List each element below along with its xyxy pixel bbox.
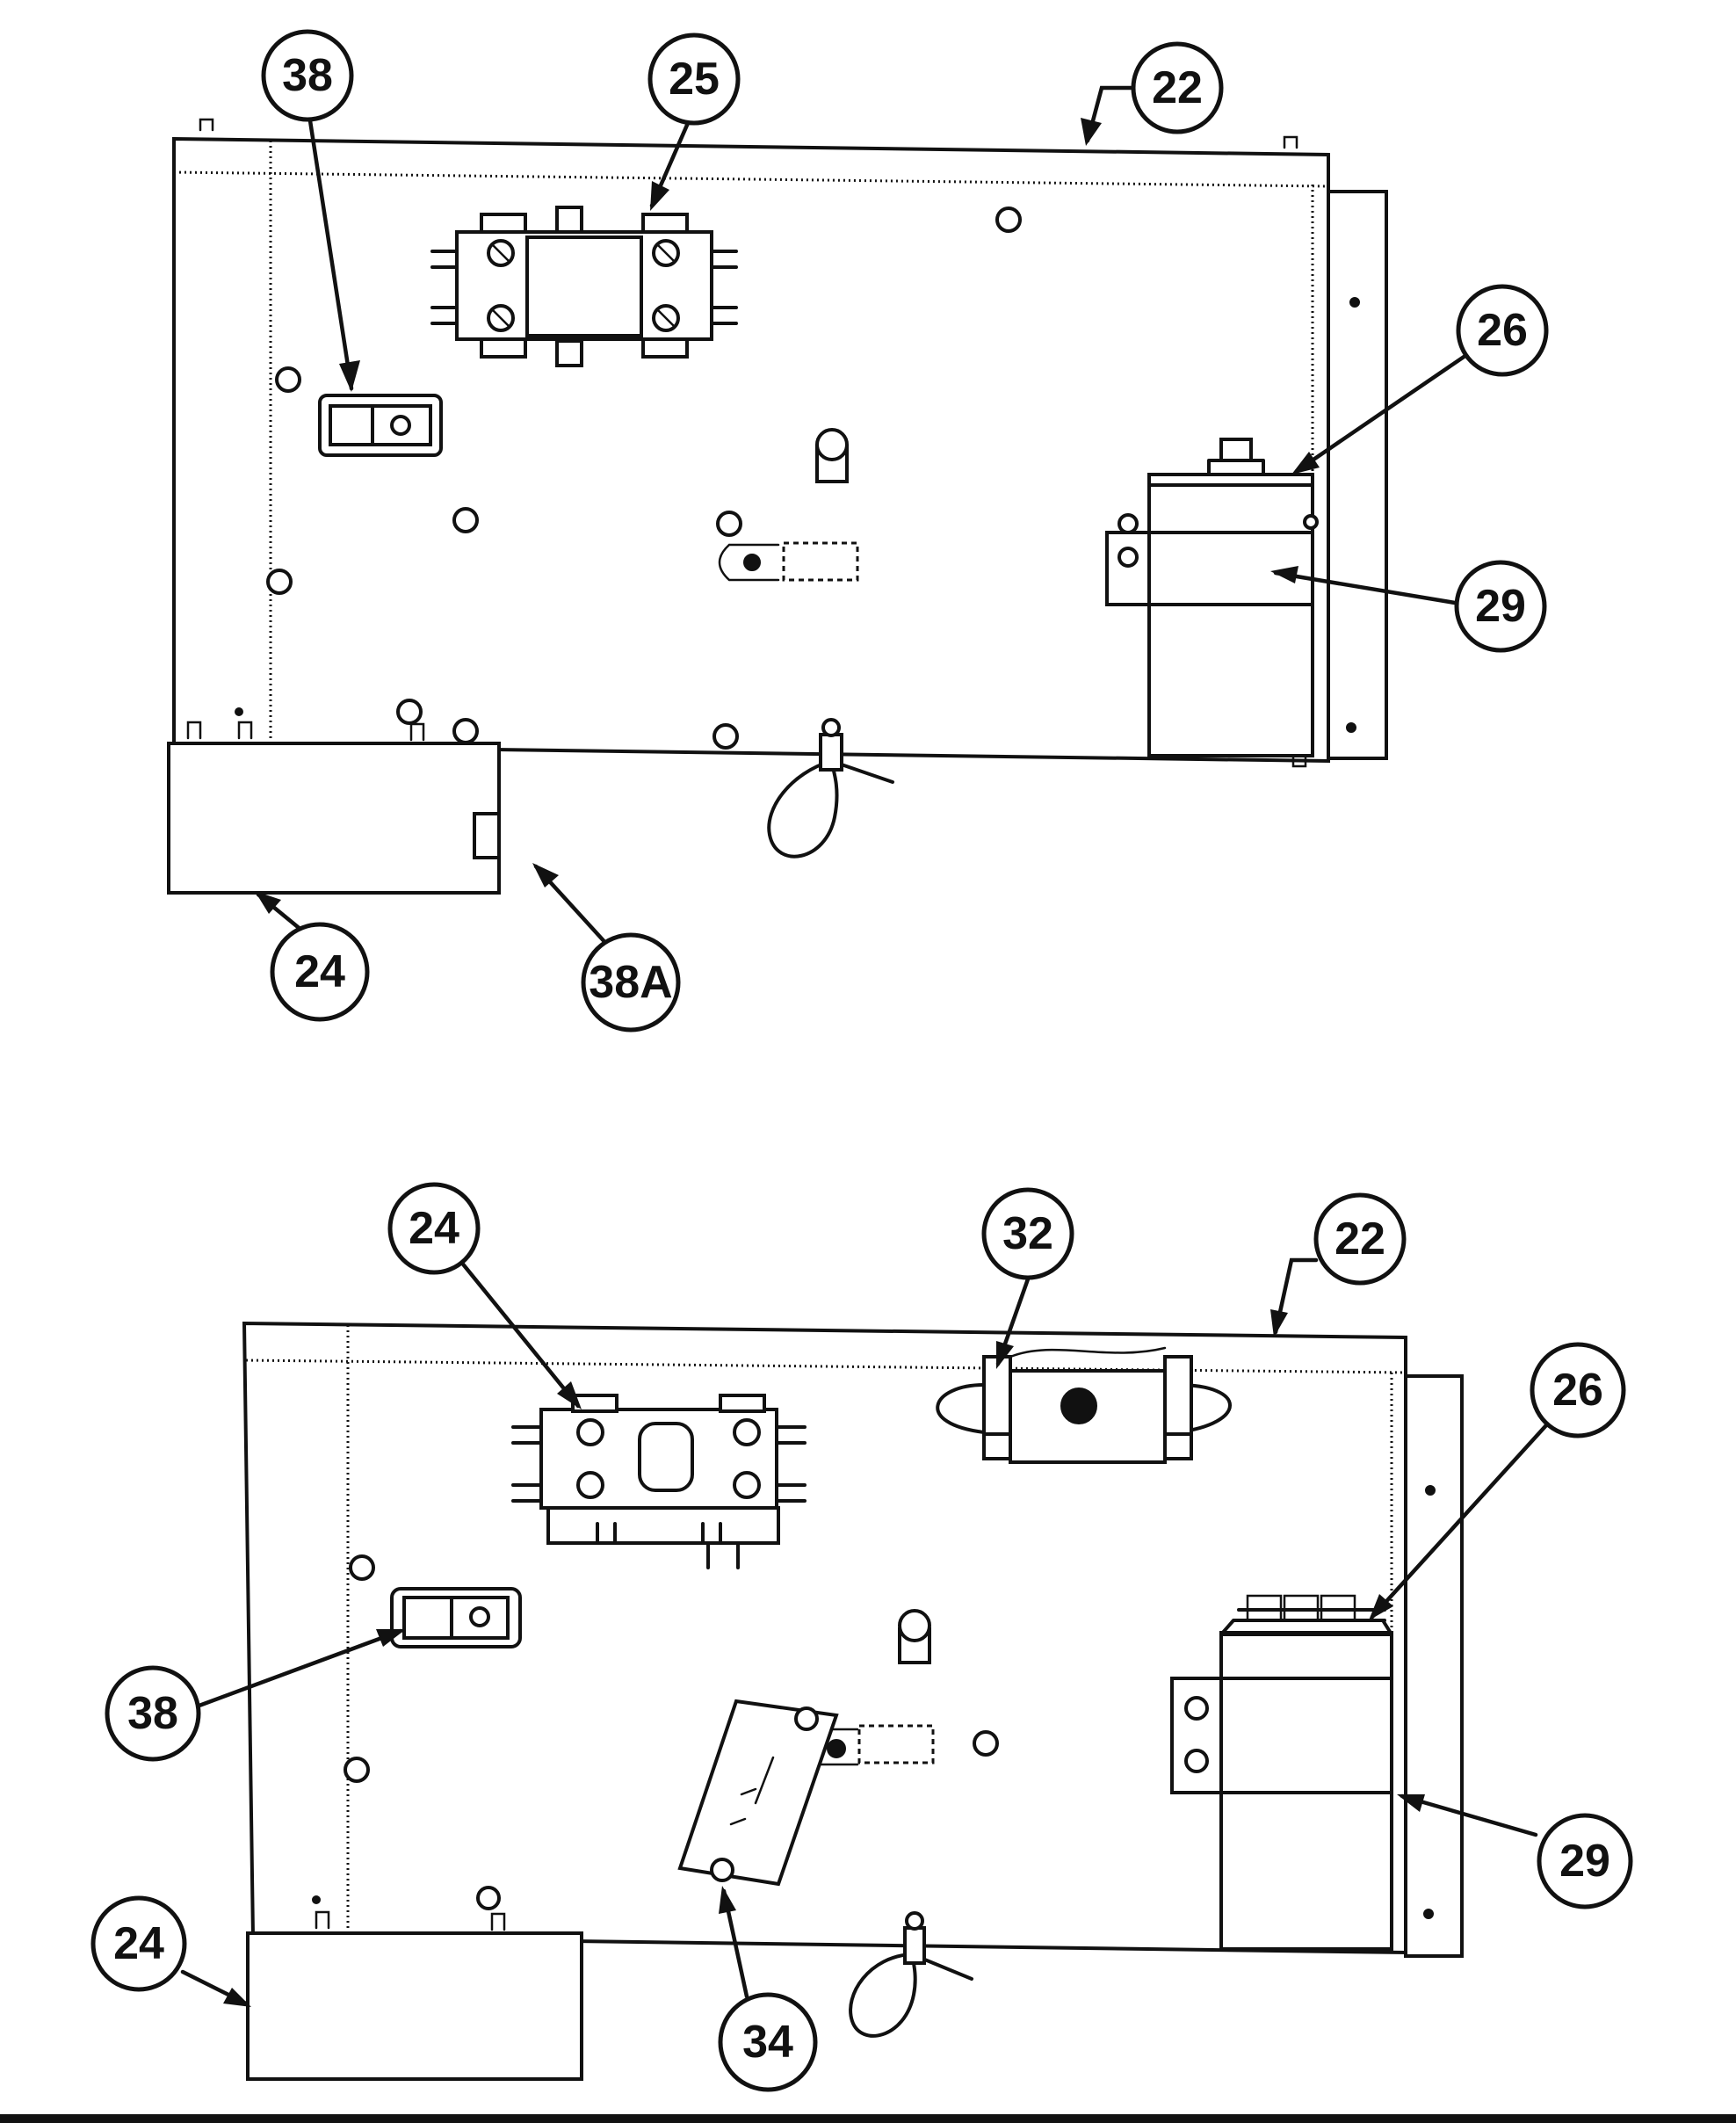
svg-text:24: 24 bbox=[113, 1918, 164, 1969]
bottom-terminal-box bbox=[246, 1910, 583, 2081]
svg-text:29: 29 bbox=[1475, 581, 1526, 632]
bottom-assembly bbox=[242, 1321, 1464, 2081]
bottom-wire-loop bbox=[849, 1911, 973, 2038]
callout-34-bottom: 34 bbox=[718, 1992, 818, 2092]
top-standoff bbox=[815, 428, 849, 483]
callout-25-top: 25 bbox=[647, 33, 741, 126]
bottom-panel-lip bbox=[245, 1359, 1407, 1374]
bottom-rear-flange bbox=[1404, 1374, 1464, 1958]
top-mounting-holes bbox=[235, 207, 1360, 750]
svg-text:26: 26 bbox=[1552, 1365, 1603, 1416]
top-capacitor bbox=[1105, 438, 1319, 757]
callout-26-bottom: 26 bbox=[1530, 1342, 1626, 1438]
callout-bubbles: 38 25 22 26 29 24 38A 24 bbox=[90, 29, 1633, 2092]
callout-38-top: 38 bbox=[261, 29, 354, 122]
page-bottom-border bbox=[0, 2114, 1736, 2123]
top-rocker-switch bbox=[318, 394, 443, 457]
svg-text:29: 29 bbox=[1559, 1836, 1610, 1887]
svg-text:22: 22 bbox=[1335, 1214, 1385, 1264]
bottom-standoff bbox=[898, 1609, 931, 1664]
top-ground-lug bbox=[718, 541, 859, 582]
bottom-relay bbox=[936, 1346, 1232, 1464]
top-corner-studs bbox=[199, 118, 1307, 768]
svg-text:38: 38 bbox=[127, 1688, 178, 1739]
svg-text:24: 24 bbox=[409, 1203, 459, 1254]
bottom-contactor bbox=[511, 1394, 807, 1569]
callout-32-bottom: 32 bbox=[981, 1187, 1074, 1280]
svg-text:34: 34 bbox=[742, 2017, 793, 2068]
svg-text:32: 32 bbox=[1002, 1208, 1053, 1259]
callout-24-bottom-contactor: 24 bbox=[387, 1182, 481, 1275]
callout-38a-top: 38A bbox=[581, 932, 681, 1033]
callout-38-bottom: 38 bbox=[105, 1665, 201, 1762]
svg-text:25: 25 bbox=[669, 54, 720, 105]
svg-text:38: 38 bbox=[282, 50, 333, 101]
callout-29-top: 29 bbox=[1454, 560, 1547, 653]
svg-text:22: 22 bbox=[1152, 62, 1203, 113]
top-contactor bbox=[430, 206, 738, 367]
bottom-rocker-switch bbox=[390, 1587, 522, 1648]
callout-24-bottom-terminal: 24 bbox=[90, 1895, 187, 1992]
callout-24-top: 24 bbox=[270, 922, 370, 1022]
bottom-ground-lug bbox=[815, 1724, 935, 1766]
top-rear-flange bbox=[1325, 190, 1388, 760]
svg-text:38A: 38A bbox=[589, 957, 672, 1008]
bottom-terminal-strip bbox=[677, 1699, 839, 1887]
top-wire-loop bbox=[767, 718, 894, 859]
bottom-mounting-holes bbox=[312, 1485, 1436, 1919]
top-terminal-box bbox=[167, 721, 501, 895]
bottom-capacitor bbox=[1170, 1594, 1393, 1951]
svg-text:24: 24 bbox=[294, 946, 345, 997]
callout-26-top: 26 bbox=[1456, 284, 1549, 377]
svg-text:26: 26 bbox=[1477, 305, 1528, 356]
callout-22-top: 22 bbox=[1131, 41, 1224, 134]
callout-22-bottom: 22 bbox=[1313, 1192, 1407, 1286]
top-assembly bbox=[167, 118, 1388, 895]
bottom-control-panel bbox=[242, 1321, 1407, 1955]
callout-29-bottom: 29 bbox=[1537, 1813, 1633, 1909]
